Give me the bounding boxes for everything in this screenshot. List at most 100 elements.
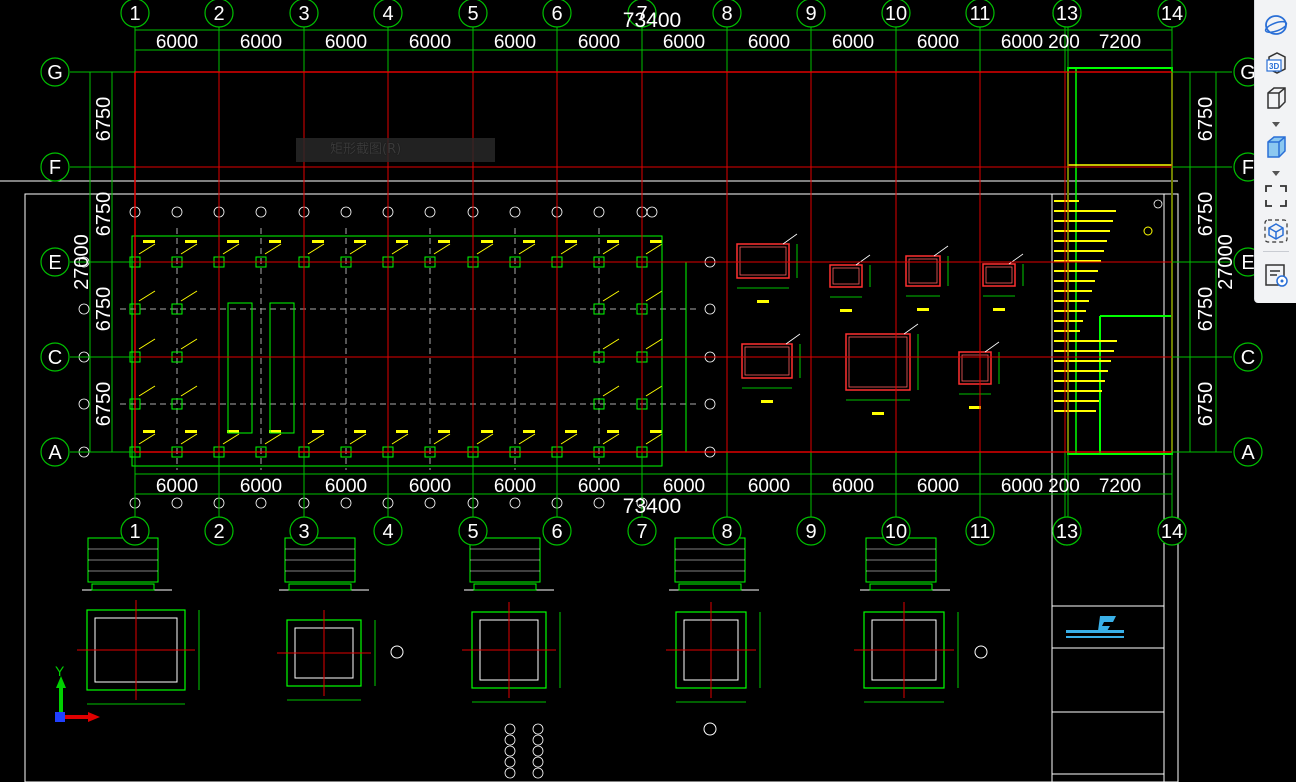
row-grid-label: A — [48, 442, 62, 464]
section-details — [736, 233, 1024, 415]
tooltip-text: 矩形截图(R) — [330, 142, 402, 157]
column-grid-label: 11 — [970, 521, 991, 543]
select-view-button[interactable] — [1261, 216, 1291, 246]
3d-view-icon: 3D — [1266, 52, 1286, 74]
column-dimension: 6000 — [409, 476, 451, 497]
column-grid-label: 5 — [467, 3, 478, 25]
chevron-down-icon[interactable] — [1272, 122, 1280, 127]
layer-manager-icon — [1265, 264, 1288, 287]
column-grid-bubble — [120, 0, 150, 28]
column-grid-bubble — [373, 0, 403, 28]
column-dimension: 6000 — [663, 476, 705, 497]
column-dimension: 6000 — [325, 32, 367, 53]
orbit-icon — [1264, 15, 1288, 35]
chevron-down-icon[interactable] — [1272, 171, 1280, 176]
row-grid-label: F — [1242, 157, 1254, 179]
column-grid-label: 3 — [298, 3, 309, 25]
sheet-frame — [24, 193, 1179, 782]
overall-dimension-bottom: 73400 — [623, 495, 681, 518]
column-grid-label: 3 — [298, 521, 309, 543]
column-dimension: 6000 — [494, 476, 536, 497]
overall-dimension-top: 73400 — [623, 9, 681, 32]
column-grid-label: 9 — [805, 3, 816, 25]
row-grid-label: C — [1241, 347, 1255, 369]
cube-select-icon — [1264, 219, 1288, 243]
column-grid-label: 14 — [1161, 3, 1183, 25]
column-grid-bubble — [1157, 516, 1187, 546]
row-grid-label: G — [1240, 62, 1256, 84]
column-grid-label: 13 — [1056, 521, 1078, 543]
column-dimension: 6000 — [663, 32, 705, 53]
column-grid-label: 1 — [129, 521, 140, 543]
orbit-button[interactable] — [1261, 10, 1291, 40]
column-grid-bubble — [965, 516, 995, 546]
row-dimension: 6750 — [1195, 192, 1217, 237]
column-grid-bubble — [1157, 0, 1187, 28]
column-grid-bubble — [712, 516, 742, 546]
3d-view-button[interactable]: 3D — [1261, 47, 1291, 77]
column-dimension: 6000 — [156, 476, 198, 497]
column-grid-bubble — [627, 516, 657, 546]
column-dimension: 6000 — [325, 476, 367, 497]
row-dimension: 6750 — [93, 192, 115, 237]
layer-manager-button[interactable] — [1261, 260, 1291, 290]
column-grid-label: 10 — [885, 3, 907, 25]
row-grid-label: E — [1241, 252, 1254, 274]
column-dimension: 6000 — [578, 32, 620, 53]
row-dimension: 6750 — [93, 382, 115, 427]
row-grid-bubble — [40, 152, 70, 182]
column-dimension: 6000 — [917, 32, 959, 53]
column-grid-label: 6 — [551, 3, 562, 25]
column-grid-bubble — [712, 0, 742, 28]
row-grid-bubble — [1233, 342, 1263, 372]
column-dimension: 6000 — [832, 476, 874, 497]
column-grid-bubble — [1052, 516, 1082, 546]
column-grid-label: 4 — [382, 3, 393, 25]
cube-solid-icon — [1267, 136, 1286, 158]
screenshot-tooltip: 矩形截图(R) — [296, 138, 495, 162]
fullscreen-button[interactable] — [1261, 181, 1291, 211]
company-logo — [1066, 616, 1124, 638]
column-grid-bubble — [458, 0, 488, 28]
row-grid-label: G — [47, 62, 63, 84]
column-grid-bubble — [120, 516, 150, 546]
column-grid-label: 6 — [551, 521, 562, 543]
row-grid-bubble — [1233, 437, 1263, 467]
row-grid-label: E — [48, 252, 61, 274]
column-grid-label: 5 — [467, 521, 478, 543]
row-grid-bubble — [40, 247, 70, 277]
column-grid-bubble — [542, 516, 572, 546]
fullscreen-icon — [1265, 185, 1287, 207]
row-dimension: 6750 — [93, 287, 115, 332]
column-dimension: 6000 — [748, 32, 790, 53]
column-dimension: 6000 — [748, 476, 790, 497]
column-grid-label: 2 — [213, 521, 224, 543]
wireframe-button[interactable] — [1261, 83, 1291, 113]
column-grid-bubble — [204, 0, 234, 28]
solid-view-button[interactable] — [1261, 132, 1291, 162]
column-grid-label: 8 — [721, 521, 732, 543]
column-dimension: 6000 — [240, 476, 282, 497]
row-dimension: 6750 — [93, 97, 115, 142]
row-dimension: 6750 — [1195, 97, 1217, 142]
row-grid-label: F — [49, 157, 61, 179]
row-grid-label: C — [48, 347, 62, 369]
column-dimension: 200 — [1048, 32, 1080, 53]
ucs-icon: Y — [55, 663, 100, 722]
toolbar-divider — [1263, 251, 1289, 252]
row-grid-bubble — [40, 342, 70, 372]
column-grid-bubble — [542, 0, 572, 28]
design-notes — [1054, 199, 1163, 412]
row-dimension: 6750 — [1195, 382, 1217, 427]
row-grid-bubble — [40, 57, 70, 87]
column-grid-label: 4 — [382, 521, 393, 543]
column-dimension: 200 — [1048, 476, 1080, 497]
overall-row-dimension: 27000 — [1215, 234, 1237, 290]
column-dimension: 6000 — [409, 32, 451, 53]
cube-wireframe-icon — [1267, 87, 1286, 109]
row-grid-label: A — [1241, 442, 1255, 464]
footing-details — [77, 537, 988, 779]
column-dimension: 6000 — [240, 32, 282, 53]
column-dimension: 6000 — [156, 32, 198, 53]
